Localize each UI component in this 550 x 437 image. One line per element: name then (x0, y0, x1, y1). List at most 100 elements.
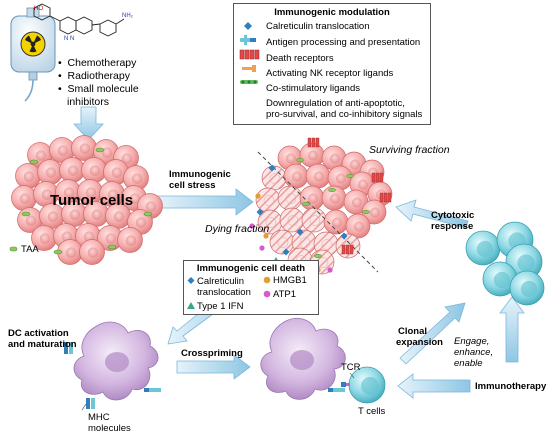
legend-item-death-receptors: Death receptors (266, 53, 334, 64)
tumor-cell (79, 239, 105, 265)
clonal-expansion-label-2: expansion (396, 337, 443, 348)
cytotoxic-response-label-1: Cytotoxic (431, 210, 475, 221)
small-molecule-structure-icon (33, 3, 125, 37)
legend-modulation-icons (239, 22, 260, 84)
atp1-marker (327, 267, 333, 273)
tumor-cell (83, 201, 109, 227)
death-receptor-icon (239, 49, 260, 60)
taa-marker (29, 159, 39, 165)
chem-atom-label: HO (34, 6, 43, 12)
tumor-cell (59, 157, 85, 183)
tumor-cell (301, 207, 327, 233)
calreticulin-icon (187, 277, 195, 284)
death-receptor-icon (379, 192, 392, 203)
taa-marker (302, 201, 310, 207)
legend-death-calreticulin-1: Calreticulin (197, 276, 244, 287)
hmgb1-marker (255, 193, 261, 199)
costimulatory-ligand-icon (240, 80, 258, 84)
fraction-divider (257, 151, 379, 273)
calreticulin-marker (340, 232, 348, 240)
tcr-label: TCR (341, 362, 361, 373)
legend-item-nk-ligands: Activating NK receptor ligands (266, 68, 394, 79)
tumor-cell (103, 159, 129, 185)
taa-marker (362, 209, 370, 215)
taa-marker (143, 211, 153, 217)
calreticulin-marker (296, 228, 304, 236)
tumor-cell-cluster (11, 135, 163, 265)
tumor-cell (33, 181, 59, 207)
tumor-cell (279, 207, 305, 233)
dc-activation-label-2: and maturation (8, 339, 77, 350)
antigen-processing-icon (240, 35, 256, 45)
legend-death-calreticulin-2: translocation (197, 287, 251, 298)
tumor-cell (81, 157, 107, 183)
tumor-cell (93, 139, 119, 165)
taa-marker (328, 187, 336, 193)
arrow-immunotherapy-up (499, 296, 525, 363)
taa-label: TAA (21, 244, 39, 255)
tumor-cell (37, 159, 63, 185)
treated-cell-markers (249, 137, 392, 273)
dendritic-cell-mature (260, 318, 346, 400)
surviving-fraction-label: Surviving fraction (369, 144, 450, 156)
tumor-cell (15, 163, 41, 189)
taa-marker (346, 173, 354, 179)
legend-title: Immunogenic cell death (196, 263, 306, 274)
t-cell-clone (465, 230, 501, 266)
mhc-pointer (81, 403, 87, 411)
hmgb1-marker (263, 233, 269, 239)
calreticulin-marker (282, 248, 290, 256)
tumor-cell (57, 239, 83, 265)
treatment-item: • Chemotherapy (58, 57, 137, 69)
dying-fraction-label: Dying fraction (205, 223, 270, 235)
tumor-cell (31, 225, 57, 251)
death-receptor-icon (341, 244, 354, 255)
legend-death-hmgb1: HMGB1 (273, 275, 307, 286)
arrow-cytotoxic (395, 199, 469, 229)
tumor-cell (261, 165, 287, 191)
clonal-expansion-label-1: Clonal (398, 326, 428, 337)
tumor-cell (255, 187, 281, 213)
t-cell-clones (465, 221, 545, 306)
arrow-stress (155, 188, 254, 216)
tumor-cell (305, 163, 331, 189)
arrow-treatment-to-tumor (73, 106, 104, 141)
t-cell-clone (482, 261, 518, 297)
t-cell-receptor-icon (341, 382, 350, 387)
crosspriming-label: Crosspriming (181, 348, 243, 359)
death-receptor-icon (371, 172, 384, 183)
stress-label-line2: cell stress (169, 180, 216, 191)
tumor-cell (71, 135, 97, 161)
atp1-icon (263, 290, 271, 298)
cytotoxic-response-label-2: response (431, 221, 474, 232)
immunotherapy-label: Immunotherapy (475, 381, 547, 392)
taa-marker (95, 147, 105, 153)
legend-item-downregulation-2: pro-survival, and co-inhibitory signals (266, 109, 423, 120)
calreticulin-marker (268, 164, 276, 172)
arrow-crosspriming (176, 354, 251, 380)
tumor-cell (11, 185, 37, 211)
taa-legend-icon (9, 246, 18, 252)
tumor-cell (323, 209, 349, 235)
dc-activation-label-1: DC activation (8, 328, 69, 339)
legend-death-atp1: ATP1 (273, 289, 297, 300)
taa-marker (107, 244, 117, 250)
legend-immunogenic-cell-death: Immunogenic cell death Calreticulin tran… (183, 260, 319, 315)
nk-ligand-icon (242, 65, 256, 72)
tumor-cells-label: Tumor cells (50, 192, 134, 209)
t-cell-clone (509, 270, 545, 306)
atp1-marker (249, 223, 255, 229)
taa-marker (314, 253, 322, 259)
treatment-item-continued: inhibitors (67, 96, 110, 108)
taa-marker (53, 249, 63, 255)
tumor-cell (117, 227, 143, 253)
mhc-label-1: MHC (88, 412, 110, 423)
engage-label-2: enhance, (454, 347, 494, 358)
tumor-cell (321, 145, 347, 171)
tumor-cell (283, 163, 309, 189)
calreticulin-icon (244, 22, 252, 30)
tumor-cell (269, 229, 295, 255)
type1-ifn-icon (187, 302, 195, 309)
